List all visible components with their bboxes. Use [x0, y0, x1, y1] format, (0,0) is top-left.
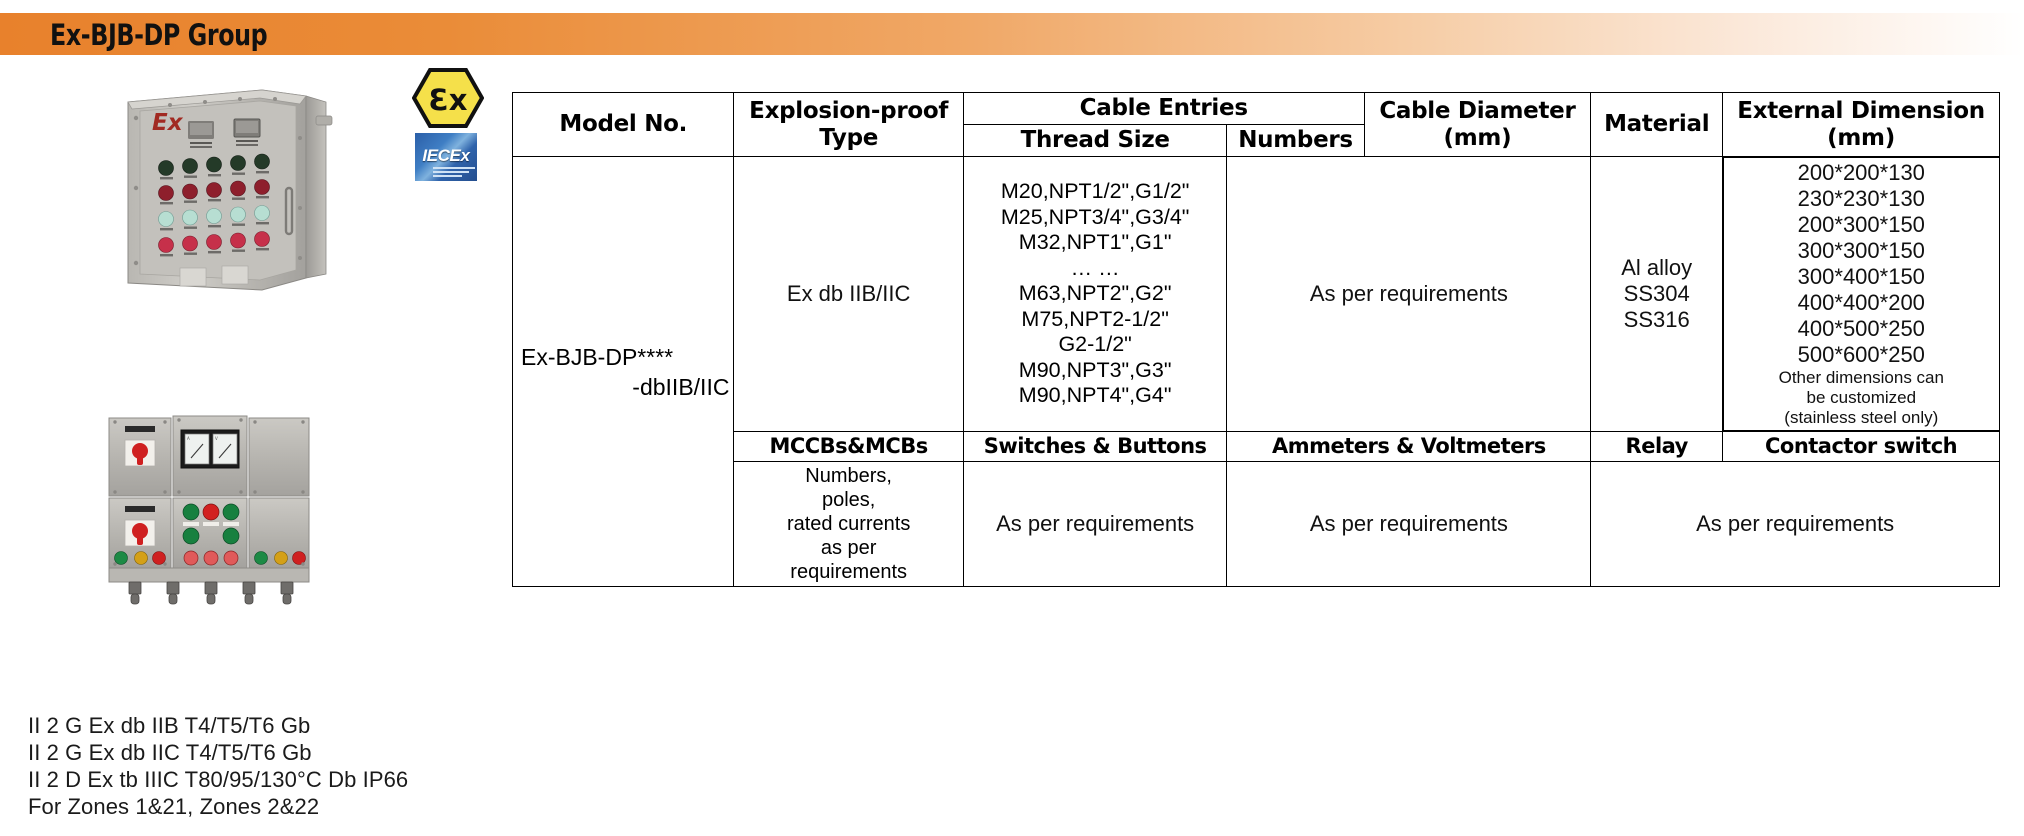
mccb-line-4: as per: [820, 537, 877, 559]
th-switches-buttons: Switches & Buttons: [962, 431, 1228, 462]
mccb-line-3: rated currents: [786, 513, 911, 535]
th-relay: Relay: [1590, 431, 1724, 462]
cert-line-3: II 2 D Ex tb IIIC T80/95/130°C Db IP66: [28, 767, 409, 792]
thread-size-3: M32,NPT1",G1": [1018, 230, 1172, 255]
iecex-bars: [433, 167, 475, 178]
specification-table: Model No. Explosion-proof Type Cable Ent…: [511, 92, 2000, 587]
model-no-line-1: Ex-BJB-DP****: [521, 343, 674, 370]
td-ammeters-voltmeters: As per requirements: [1226, 461, 1592, 587]
model-no-line-2: -dbIIB/IIC: [632, 373, 730, 400]
dimension-7: 400*500*250: [1797, 316, 1925, 341]
table-row-components: Numbers, poles, rated currents as per re…: [513, 461, 2000, 587]
th-explosion-proof-type: Explosion-proof Type: [733, 92, 964, 157]
th-model-no: Model No.: [511, 92, 735, 157]
dimension-note-1: Other dimensions can: [1778, 368, 1944, 387]
td-mccbs-mcbs: Numbers, poles, rated currents as per re…: [733, 461, 964, 587]
mccb-line-1: Numbers,: [805, 465, 892, 487]
thread-size-7: M90,NPT3",G3": [1018, 357, 1172, 382]
material-1: Al alloy: [1621, 255, 1693, 280]
svg-text:V: V: [215, 436, 218, 441]
atex-ex-icon: Ɛx: [411, 68, 485, 128]
cert-line-1: II 2 G Ex db IIB T4/T5/T6 Gb: [28, 713, 311, 738]
th-thread-size: Thread Size: [962, 124, 1228, 157]
mccb-line-2: poles,: [821, 489, 876, 511]
dimension-8: 500*600*250: [1797, 342, 1925, 367]
material-3: SS316: [1623, 307, 1690, 332]
thread-size-6: G2-1/2": [1058, 332, 1132, 357]
dimension-2: 230*230*130: [1797, 186, 1925, 211]
dimension-note-2: be customized: [1806, 388, 1917, 407]
thread-size-5: M75,NPT2-1/2": [1021, 306, 1169, 331]
td-explosion-proof-type: Ex db IIB/IIC: [733, 156, 964, 432]
material-2: SS304: [1623, 281, 1690, 306]
cert-line-4: For Zones 1&21, Zones 2&22: [28, 794, 320, 819]
td-switches-buttons: As per requirements: [962, 461, 1228, 587]
thread-size-1: M20,NPT1/2",G1/2": [1000, 179, 1190, 204]
td-relay-contactor: As per requirements: [1590, 461, 2000, 587]
thread-size-2: M25,NPT3/4",G3/4": [1000, 204, 1190, 229]
svg-text:Ɛx: Ɛx: [429, 83, 468, 117]
table-header-row-1: Model No. Explosion-proof Type Cable Ent…: [511, 92, 2000, 157]
svg-text:A: A: [187, 436, 190, 441]
header-accent-bar: [0, 13, 2024, 55]
dimension-5: 300*400*150: [1797, 264, 1925, 289]
dimension-3: 200*300*150: [1797, 212, 1925, 237]
dimension-4: 300*300*150: [1797, 238, 1925, 263]
page-title: Ex-BJB-DP Group: [50, 18, 268, 52]
certification-logos: Ɛx IECEx: [411, 68, 492, 181]
dimension-1: 200*200*130: [1797, 160, 1925, 185]
th-external-dimension: External Dimension (mm): [1722, 92, 2000, 157]
th-ammeters-voltmeters: Ammeters & Voltmeters: [1226, 431, 1592, 462]
td-model-no: Ex-BJB-DP**** -dbIIB/IIC: [511, 156, 735, 587]
th-contactor-switch: Contactor switch: [1722, 431, 2000, 462]
table-row-cable-entries: Ex-BJB-DP**** -dbIIB/IIC Ex db IIB/IIC M…: [511, 156, 2000, 587]
dimension-6: 400*400*200: [1797, 290, 1925, 315]
svg-text:Ex: Ex: [152, 110, 184, 136]
th-numbers: Numbers: [1226, 124, 1365, 157]
certification-marking-block: II 2 G Ex db IIB T4/T5/T6 Gb II 2 G Ex d…: [28, 712, 528, 820]
th-cable-entries: Cable Entries: [962, 92, 1365, 125]
th-mccbs-mcbs: MCCBs&MCBs: [733, 431, 964, 462]
thread-size-ellipsis: … …: [1070, 255, 1120, 280]
cert-line-2: II 2 G Ex db IIC T4/T5/T6 Gb: [28, 740, 312, 765]
product-photo-control-panel: Ex: [110, 78, 380, 303]
td-thread-sizes: M20,NPT1/2",G1/2" M25,NPT3/4",G3/4" M32,…: [962, 156, 1228, 432]
td-materials: Al alloy SS304 SS316: [1590, 156, 1724, 432]
dimension-note-3: (stainless steel only): [1784, 408, 1939, 427]
thread-size-8: M90,NPT4",G4": [1018, 383, 1172, 408]
thread-size-4: M63,NPT2",G2": [1018, 281, 1172, 306]
table-header-row-3: MCCBs&MCBs Switches & Buttons Ammeters &…: [513, 431, 2000, 462]
td-numbers-and-diameter: As per requirements: [1226, 156, 1592, 432]
th-cable-diameter: Cable Diameter (mm): [1363, 92, 1592, 157]
iecex-icon: IECEx: [415, 133, 477, 181]
mccb-line-5: requirements: [790, 561, 907, 583]
th-material: Material: [1590, 92, 1724, 157]
table-header-row-2: Thread Size Numbers: [513, 124, 2000, 157]
iecex-label: IECEx: [422, 146, 470, 165]
td-external-dimensions: 200*200*130 230*230*130 200*300*150 300*…: [1723, 157, 2000, 431]
